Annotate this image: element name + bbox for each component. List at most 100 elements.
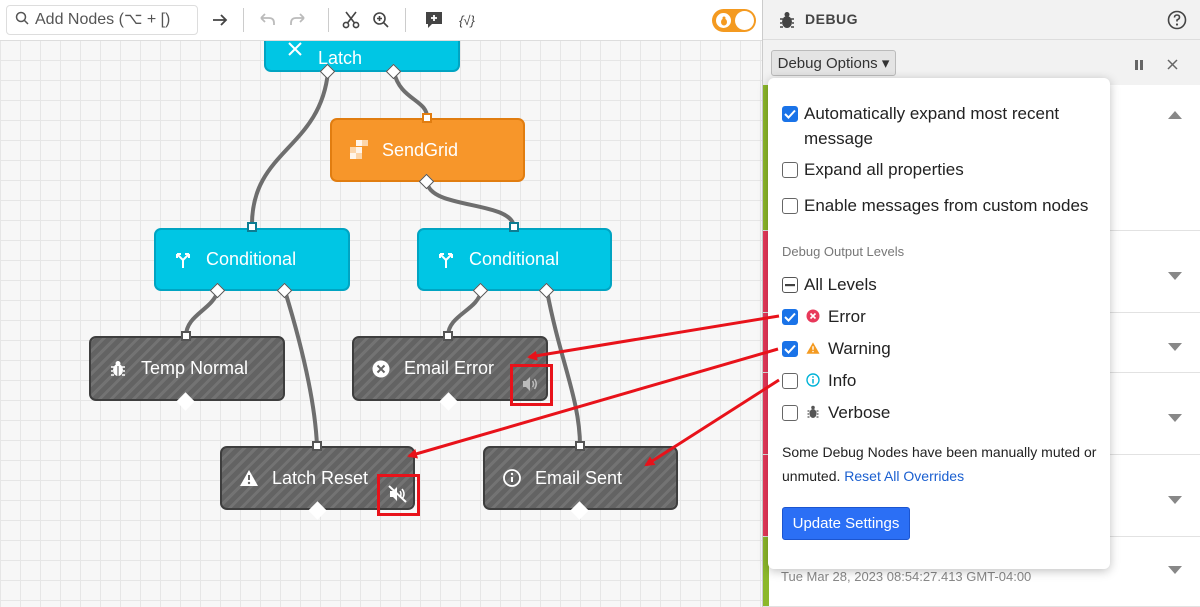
variables-icon[interactable]: {√} [459, 12, 475, 28]
add-comment-icon[interactable] [422, 8, 446, 32]
node-email-sent[interactable]: Email Sent [483, 446, 678, 510]
option-label: Automatically expand most recent message [804, 104, 1060, 148]
search-icon [15, 11, 29, 30]
option-label: Warning [828, 339, 891, 358]
node-label: Latch Reset [272, 467, 369, 488]
option-label: Verbose [828, 403, 891, 422]
warning-icon [806, 341, 820, 355]
close-icon[interactable] [1167, 57, 1178, 75]
node-sendgrid[interactable]: SendGrid [330, 118, 525, 182]
speaker-muted-icon[interactable] [387, 485, 409, 503]
input-port[interactable] [443, 331, 453, 341]
help-icon[interactable] [1167, 10, 1187, 35]
branch-icon [172, 249, 194, 271]
input-port[interactable] [575, 441, 585, 451]
node-conditional-right[interactable]: Conditional [417, 228, 612, 291]
option-custom-nodes[interactable]: Enable messages from custom nodes [782, 196, 1088, 218]
info-icon [806, 373, 820, 387]
levels-section-title: Debug Output Levels [782, 244, 905, 259]
option-level-info[interactable]: Info [782, 371, 856, 393]
checkbox-checked[interactable] [782, 106, 798, 122]
option-level-verbose[interactable]: Verbose [782, 403, 890, 425]
node-label: Temp Normal [141, 358, 249, 378]
option-label: Enable messages from custom nodes [804, 196, 1089, 215]
latch-icon [284, 38, 306, 60]
scissors-icon[interactable] [339, 8, 363, 32]
toolbar-divider [405, 8, 406, 32]
search-input[interactable] [35, 11, 195, 29]
chevron-down-icon[interactable] [1167, 339, 1183, 357]
option-label: All Levels [804, 275, 877, 294]
branch-icon [435, 249, 457, 271]
level-bar [763, 455, 769, 536]
level-bar [763, 231, 769, 312]
node-conditional-left[interactable]: Conditional [154, 228, 350, 291]
node-temp-normal[interactable]: Temp Normal [89, 336, 285, 401]
chevron-down-icon[interactable] [1167, 562, 1183, 580]
override-note-text: Some Debug Nodes have been manually mute… [782, 444, 1097, 484]
checkbox-checked[interactable] [782, 341, 798, 357]
option-label: Expand all properties [804, 160, 964, 179]
checkbox-checked[interactable] [782, 309, 798, 325]
flow-canvas[interactable]: Latch SendGrid Conditional [0, 0, 762, 607]
input-port[interactable] [247, 222, 257, 232]
pause-icon[interactable] [1134, 57, 1144, 75]
node-label: Email Sent [535, 467, 623, 488]
option-level-warning[interactable]: Warning [782, 339, 891, 361]
input-port[interactable] [181, 331, 191, 341]
add-nodes-search[interactable] [6, 5, 198, 35]
node-label: Email Error [404, 358, 495, 378]
canvas-toolbar: {√} [0, 0, 762, 41]
option-label: Info [828, 371, 857, 390]
zoom-in-icon[interactable] [369, 8, 393, 32]
warning-triangle-icon [238, 467, 260, 489]
bug-icon [779, 11, 795, 34]
update-settings-button[interactable]: Update Settings [782, 507, 910, 540]
debug-panel-header: DEBUG [763, 0, 1200, 40]
checkbox-unchecked[interactable] [782, 373, 798, 389]
debug-toolbar: Debug Options ▾ [763, 41, 1200, 85]
undo-icon[interactable] [254, 8, 278, 32]
chevron-up-icon[interactable] [1167, 107, 1183, 125]
option-all-levels[interactable]: All Levels [782, 275, 877, 297]
chevron-down-icon[interactable] [1167, 410, 1183, 428]
arrow-right-icon[interactable] [208, 8, 232, 32]
level-bar [763, 85, 769, 230]
input-port[interactable] [422, 113, 432, 123]
node-label: Latch [318, 47, 363, 68]
checkbox-unchecked[interactable] [782, 198, 798, 214]
debug-options-dropdown: Automatically expand most recent message… [768, 78, 1110, 569]
node-latch-reset[interactable]: Latch Reset [220, 446, 415, 510]
option-auto-expand[interactable]: Automatically expand most recent message [782, 104, 1092, 151]
bug-icon [806, 405, 820, 419]
toolbar-divider [328, 8, 329, 32]
node-label: SendGrid [382, 139, 459, 160]
option-expand-all[interactable]: Expand all properties [782, 160, 964, 182]
message-timestamp: Tue Mar 28, 2023 08:54:27.413 GMT-04:00 [781, 569, 1032, 584]
debug-toggle[interactable] [712, 9, 756, 32]
toggle-knob [735, 11, 754, 30]
bug-icon [107, 358, 129, 380]
chevron-down-icon[interactable] [1167, 492, 1183, 510]
option-label: Error [828, 307, 866, 326]
input-port[interactable] [509, 222, 519, 232]
node-label: Conditional [469, 249, 560, 269]
override-note: Some Debug Nodes have been manually mute… [782, 440, 1102, 488]
redo-icon[interactable] [287, 8, 311, 32]
checkbox-unchecked[interactable] [782, 162, 798, 178]
sendgrid-icon [348, 139, 370, 161]
input-port[interactable] [312, 441, 322, 451]
option-level-error[interactable]: Error [782, 307, 866, 329]
speaker-on-icon[interactable] [519, 375, 541, 393]
debug-options-button[interactable]: Debug Options ▾ [771, 50, 896, 76]
checkbox-unchecked[interactable] [782, 405, 798, 421]
node-label: Conditional [206, 249, 297, 269]
reset-overrides-link[interactable]: Reset All Overrides [844, 468, 965, 484]
error-icon [806, 309, 820, 323]
info-circle-icon [501, 467, 523, 489]
toolbar-divider [243, 8, 244, 32]
checkbox-indeterminate[interactable] [782, 277, 798, 293]
level-bar [763, 537, 769, 606]
panel-title: DEBUG [805, 11, 859, 27]
chevron-down-icon[interactable] [1167, 268, 1183, 286]
